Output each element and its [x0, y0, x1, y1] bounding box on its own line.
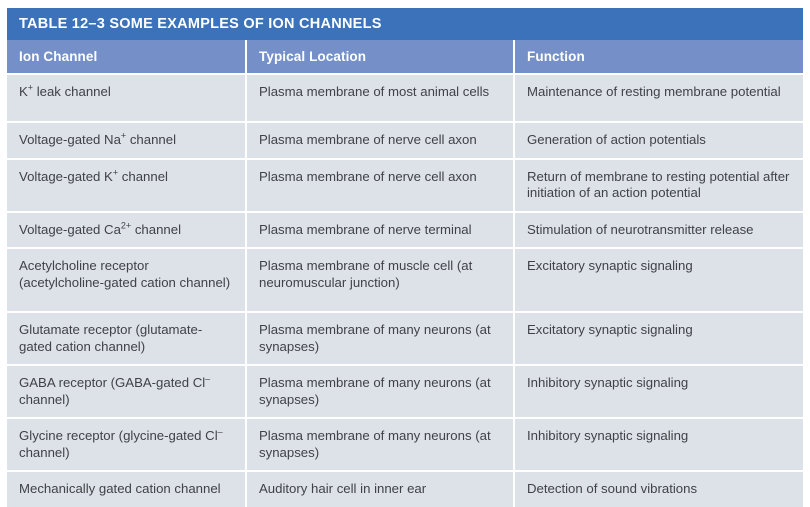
cell-ion-channel: GABA receptor (GABA-gated Cl– channel) — [7, 364, 247, 417]
cell-ion-channel: Glutamate receptor (glutamate-gated cati… — [7, 311, 247, 364]
cell-ion-channel: Glycine receptor (glycine-gated Cl– chan… — [7, 417, 247, 470]
cell-function: Generation of action potentials — [515, 121, 803, 158]
table-header: Ion Channel Typical Location Function — [7, 40, 803, 73]
cell-ion-channel: Voltage-gated K+ channel — [7, 157, 247, 211]
cell-function: Excitatory synaptic signaling — [515, 247, 803, 311]
ion-channels-table-container: TABLE 12–3 SOME EXAMPLES OF ION CHANNELS… — [7, 8, 803, 507]
table-title: TABLE 12–3 SOME EXAMPLES OF ION CHANNELS — [7, 8, 803, 40]
table-header-row: Ion Channel Typical Location Function — [7, 40, 803, 73]
cell-typical-location: Plasma membrane of most animal cells — [247, 73, 515, 121]
cell-typical-location: Plasma membrane of many neurons (at syna… — [247, 417, 515, 470]
cell-typical-location: Plasma membrane of nerve cell axon — [247, 157, 515, 211]
cell-function: Stimulation of neurotransmitter release — [515, 210, 803, 247]
cell-typical-location: Plasma membrane of nerve cell axon — [247, 121, 515, 158]
cell-function: Inhibitory synaptic signaling — [515, 364, 803, 417]
ion-channels-table: Ion Channel Typical Location Function K+… — [7, 40, 803, 507]
cell-ion-channel: K+ leak channel — [7, 73, 247, 121]
cell-typical-location: Auditory hair cell in inner ear — [247, 470, 515, 507]
column-header-typical-location: Typical Location — [247, 40, 515, 73]
cell-function: Inhibitory synaptic signaling — [515, 417, 803, 470]
cell-typical-location: Plasma membrane of muscle cell (at neuro… — [247, 247, 515, 311]
cell-typical-location: Plasma membrane of nerve terminal — [247, 210, 515, 247]
cell-function: Return of membrane to resting potential … — [515, 157, 803, 211]
table-row: Glycine receptor (glycine-gated Cl– chan… — [7, 417, 803, 470]
table-row: Acetylcholine receptor (acetylcholine-ga… — [7, 247, 803, 311]
cell-typical-location: Plasma membrane of many neurons (at syna… — [247, 364, 515, 417]
column-header-function: Function — [515, 40, 803, 73]
cell-ion-channel: Mechanically gated cation channel — [7, 470, 247, 507]
cell-ion-channel: Acetylcholine receptor (acetylcholine-ga… — [7, 247, 247, 311]
cell-function: Excitatory synaptic signaling — [515, 311, 803, 364]
cell-ion-channel: Voltage-gated Na+ channel — [7, 121, 247, 158]
cell-ion-channel: Voltage-gated Ca2+ channel — [7, 210, 247, 247]
table-row: GABA receptor (GABA-gated Cl– channel)Pl… — [7, 364, 803, 417]
cell-typical-location: Plasma membrane of many neurons (at syna… — [247, 311, 515, 364]
cell-function: Maintenance of resting membrane potentia… — [515, 73, 803, 121]
table-row: Glutamate receptor (glutamate-gated cati… — [7, 311, 803, 364]
column-header-ion-channel: Ion Channel — [7, 40, 247, 73]
cell-function: Detection of sound vibrations — [515, 470, 803, 507]
